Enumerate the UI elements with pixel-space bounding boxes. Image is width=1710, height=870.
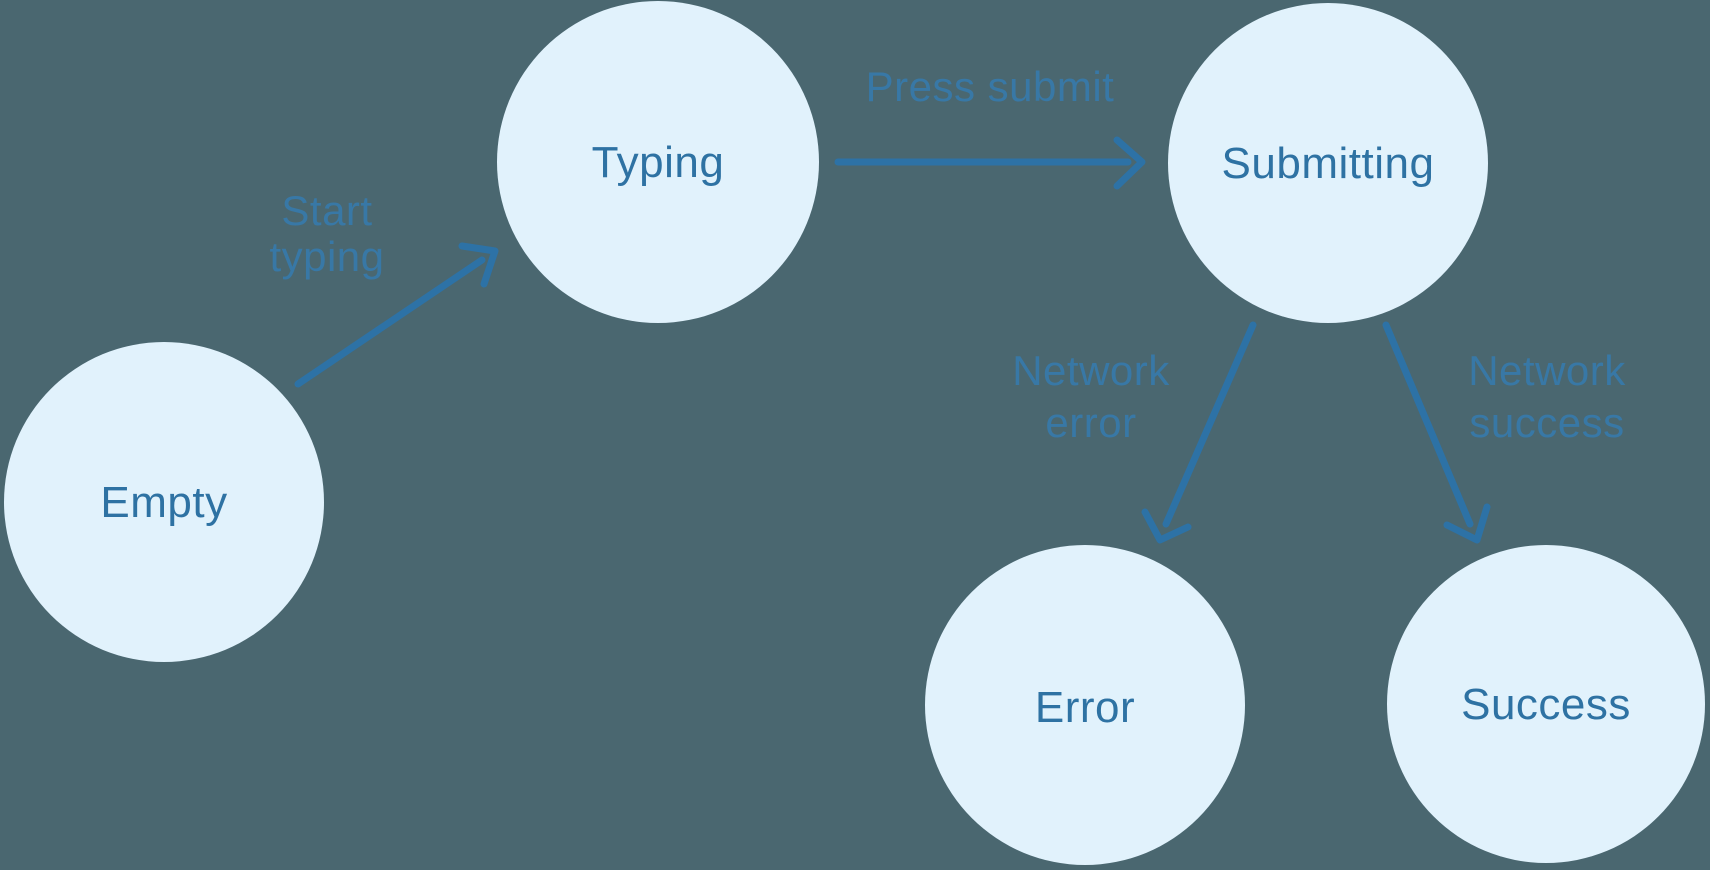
state-circle-typing xyxy=(497,1,819,323)
state-circle-empty xyxy=(4,342,324,662)
state-label-typing: Typing xyxy=(592,138,725,187)
transition-label-network-error-line1: Network xyxy=(1012,347,1170,394)
transition-submitting-to-error: Network error xyxy=(1012,321,1257,544)
transition-label-network-success-line1: Network xyxy=(1468,347,1626,394)
arrow-shaft xyxy=(1382,321,1474,528)
state-label-empty: Empty xyxy=(100,478,227,527)
arrow-shaft xyxy=(1162,321,1257,528)
arrowhead-icon xyxy=(458,242,499,288)
transition-empty-to-typing: Start typing xyxy=(269,187,499,388)
state-node-empty: Empty xyxy=(4,342,324,662)
transition-label-press-submit: Press submit xyxy=(866,63,1115,110)
transition-label-start-typing-line1: Start xyxy=(281,187,372,234)
transition-typing-to-submitting: Press submit xyxy=(834,63,1146,190)
state-circle-error xyxy=(925,545,1245,865)
transition-label-start-typing-line2: typing xyxy=(269,233,384,280)
state-label-error: Error xyxy=(1035,683,1135,732)
arrow-shaft xyxy=(294,256,486,388)
state-node-typing: Typing xyxy=(497,1,819,323)
state-node-error: Error xyxy=(925,545,1245,865)
state-label-success: Success xyxy=(1461,680,1631,729)
arrowhead-icon xyxy=(1443,503,1491,544)
transition-label-network-error-line2: error xyxy=(1045,399,1136,446)
state-circle-submitting xyxy=(1168,3,1488,323)
state-circle-success xyxy=(1387,545,1705,863)
transition-label-network-success-line2: success xyxy=(1469,399,1624,446)
transition-submitting-to-success: Network success xyxy=(1382,321,1626,544)
state-node-success: Success xyxy=(1387,545,1705,863)
state-node-submitting: Submitting xyxy=(1168,3,1488,323)
arrowhead-icon xyxy=(1113,136,1146,190)
state-label-submitting: Submitting xyxy=(1222,139,1435,188)
arrowhead-icon xyxy=(1141,508,1192,544)
